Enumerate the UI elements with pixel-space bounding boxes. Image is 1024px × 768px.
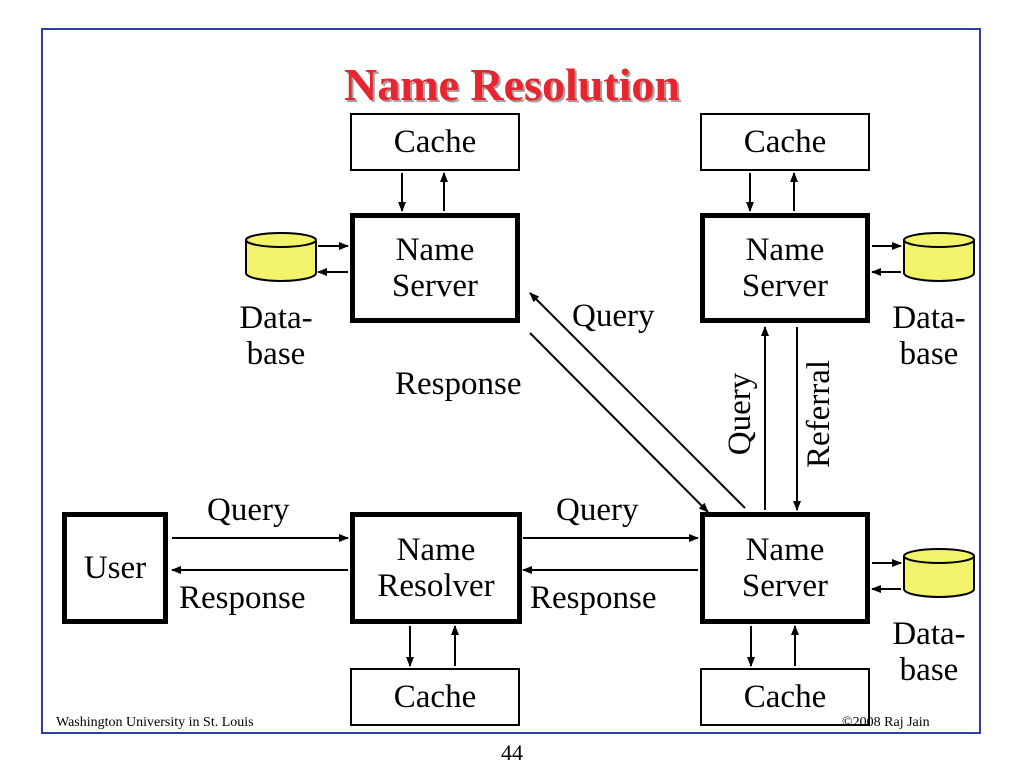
cache-top-left-label: Cache — [393, 123, 477, 160]
slide-frame — [41, 28, 981, 734]
name-server-top-right-line2: Server — [741, 268, 829, 304]
cache-top-right-label: Cache — [743, 123, 827, 160]
page-number: 44 — [501, 740, 523, 765]
name-server-bottom-right: Name Server — [700, 512, 870, 624]
name-server-top-left-line2: Server — [391, 268, 479, 304]
database-label-top-right: Data- base — [879, 300, 979, 373]
database-icon-top-right — [903, 232, 975, 282]
cache-top-right: Cache — [700, 113, 870, 171]
cache-top-left: Cache — [350, 113, 520, 171]
name-server-top-right-line1: Name — [745, 231, 825, 268]
arrow-diagonal-query — [529, 292, 746, 509]
database-icon-top-left — [245, 232, 317, 282]
name-resolver-line2: Resolver — [377, 568, 495, 604]
database-label-bottom-right-line2: base — [899, 652, 959, 689]
edge-label-diagonal-response: Response — [395, 366, 522, 402]
database-label-top-left-line1: Data- — [239, 300, 313, 336]
database-label-top-left-line2: base — [246, 336, 306, 373]
slide-title: Name Resolution — [343, 59, 681, 110]
edge-label-diagonal-query: Query — [572, 298, 655, 334]
cache-bottom-mid-label: Cache — [393, 678, 477, 715]
name-server-top-left-line1: Name — [395, 231, 475, 268]
database-label-top-left: Data- base — [226, 300, 326, 373]
arrow-diagonal-response — [529, 332, 709, 513]
edge-label-user-query: Query — [207, 492, 290, 528]
footer-institution: Washington University in St. Louis — [56, 715, 254, 730]
name-resolver: Name Resolver — [350, 512, 522, 624]
edge-label-resolver-query: Query — [556, 492, 639, 528]
name-server-bottom-right-line1: Name — [745, 531, 825, 568]
database-label-bottom-right-line1: Data- — [892, 616, 966, 652]
edge-label-resolver-response: Response — [530, 580, 657, 616]
cache-bottom-mid: Cache — [350, 668, 520, 726]
name-server-top-right: Name Server — [700, 213, 870, 323]
database-icon-bottom-right — [903, 548, 975, 598]
name-resolver-line1: Name — [396, 531, 476, 568]
cache-bottom-right: Cache — [700, 668, 870, 726]
user-box: User — [62, 512, 168, 624]
database-label-top-right-line2: base — [899, 336, 959, 373]
edge-label-user-response: Response — [179, 580, 306, 616]
footer-copyright: ©2008 Raj Jain — [842, 715, 930, 730]
name-server-bottom-right-line2: Server — [741, 568, 829, 604]
name-server-top-left: Name Server — [350, 213, 520, 323]
cache-bottom-right-label: Cache — [743, 678, 827, 715]
user-label: User — [83, 549, 147, 586]
database-label-bottom-right: Data- base — [879, 616, 979, 689]
database-label-top-right-line1: Data- — [892, 300, 966, 336]
